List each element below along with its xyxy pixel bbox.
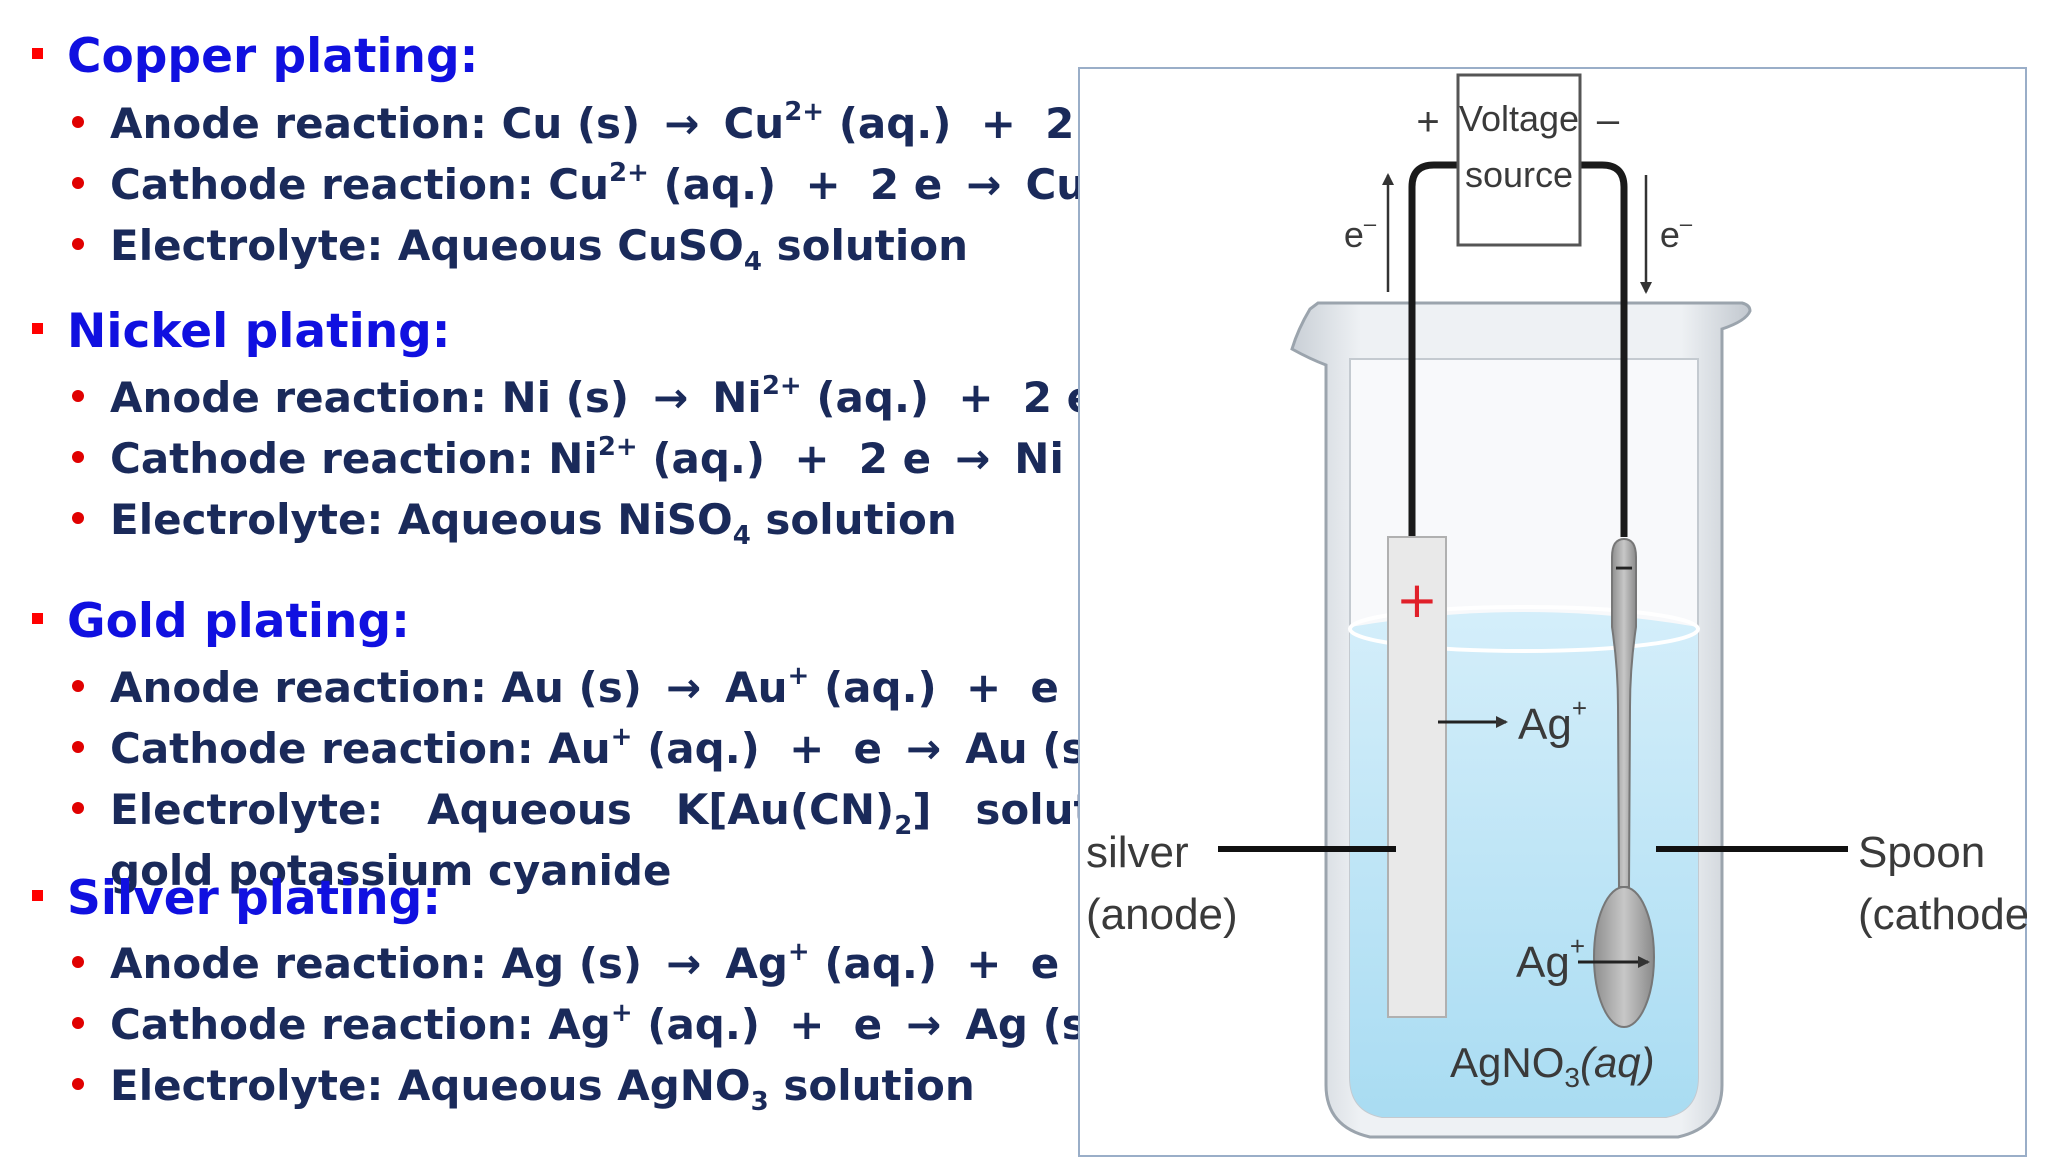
negative-terminal-label: – (1597, 98, 1620, 142)
nickel-heading: Nickel plating: (32, 302, 451, 362)
bullet-dot-icon (72, 1077, 84, 1090)
voltage-source-label-2: source (1465, 154, 1573, 195)
copper-heading: Copper plating: (32, 27, 478, 87)
right-arrow-icon: → (906, 1000, 942, 1049)
electroplating-diagram: Voltage source + – e– e– + – Ag+ Ag+ sil… (1086, 73, 2027, 1139)
right-arrow-icon: → (666, 939, 702, 988)
right-arrow-icon: → (653, 373, 689, 422)
gold-note: gold potassium cyanide (110, 846, 672, 895)
cathode-wire (1578, 161, 1628, 537)
right-arrow-icon: → (966, 160, 1002, 209)
ion-label-2: Ag+ (1516, 931, 1585, 987)
liquid-surface (1348, 605, 1700, 653)
square-bullet-icon (32, 323, 43, 334)
ion-label-1: Ag+ (1518, 693, 1587, 749)
copper-electrolyte: Electrolyte: Aqueous CuSO4 solution (72, 216, 968, 276)
bullet-dot-icon (72, 237, 84, 250)
bullet-dot-icon (72, 115, 84, 128)
square-bullet-icon (32, 613, 43, 624)
bullet-dot-icon (72, 389, 84, 402)
bullet-dot-icon (72, 740, 84, 753)
right-arrow-icon: → (665, 663, 702, 712)
electrolyte-label: AgNO3(aq) (1450, 1039, 1655, 1093)
gold-electrolyte: Electrolyte: Aqueous K[Au(CN)2] solution (72, 780, 1167, 840)
spoon-handle (1611, 537, 1637, 888)
cathode-label-2: (cathode) (1858, 890, 2027, 939)
spoon-bowl (1593, 886, 1655, 1028)
silver-cathode-reaction: Cathode reaction: Ag+ (aq.) + e→Ag (s) (72, 995, 1106, 1055)
nickel-electrolyte: Electrolyte: Aqueous NiSO4 solution (72, 490, 957, 550)
cathode-minus-mark: – (1614, 543, 1634, 589)
anode-wire (1408, 161, 1460, 537)
anode-label-1: silver (1086, 828, 1189, 877)
gold-anode-reaction: Anode reaction: Au (s)→Au+ (aq.) + e (72, 658, 1059, 718)
bullet-dot-icon (72, 511, 84, 524)
voltage-source-box (1456, 73, 1582, 247)
silver-anode-reaction: Anode reaction: Ag (s)→Ag+ (aq.) + e (72, 934, 1059, 994)
right-arrow-icon: → (955, 434, 991, 483)
bullet-dot-icon (72, 176, 84, 189)
right-arrow-icon: → (664, 99, 700, 148)
anode-label-2: (anode) (1086, 890, 1238, 939)
positive-terminal-label: + (1416, 100, 1439, 144)
bullet-dot-icon (72, 955, 84, 968)
copper-anode-reaction: Anode reaction: Cu (s)→Cu2+ (aq.) + 2 e (72, 94, 1117, 154)
silver-heading: Silver plating: (32, 869, 441, 929)
silver-anode-bar (1387, 536, 1447, 1018)
bullet-dot-icon (72, 450, 84, 463)
bullet-dot-icon (72, 801, 84, 814)
voltage-source-label-1: Voltage (1459, 98, 1579, 139)
gold-cathode-reaction: Cathode reaction: Au+ (aq.) + e→Au (s) (72, 719, 1106, 779)
square-bullet-icon (32, 890, 43, 901)
nickel-anode-reaction: Anode reaction: Ni (s)→Ni2+ (aq.) + 2 e (72, 368, 1095, 428)
square-bullet-icon (32, 48, 43, 59)
copper-cathode-reaction: Cathode reaction: Cu2+ (aq.) + 2 e→Cu (s… (72, 155, 1164, 215)
silver-electrolyte: Electrolyte: Aqueous AgNO3 solution (72, 1056, 975, 1116)
electron-right-label: e– (1660, 211, 1693, 255)
anode-plus-mark: + (1396, 571, 1438, 629)
cathode-label-1: Spoon (1858, 828, 1985, 877)
bullet-dot-icon (72, 679, 84, 692)
bullet-dot-icon (72, 1016, 84, 1029)
right-arrow-icon: → (906, 724, 942, 773)
gold-heading: Gold plating: (32, 592, 410, 652)
electron-left-label: e– (1344, 211, 1377, 255)
nickel-cathode-reaction: Cathode reaction: Ni2+ (aq.) + 2 e→Ni (s… (72, 429, 1142, 489)
